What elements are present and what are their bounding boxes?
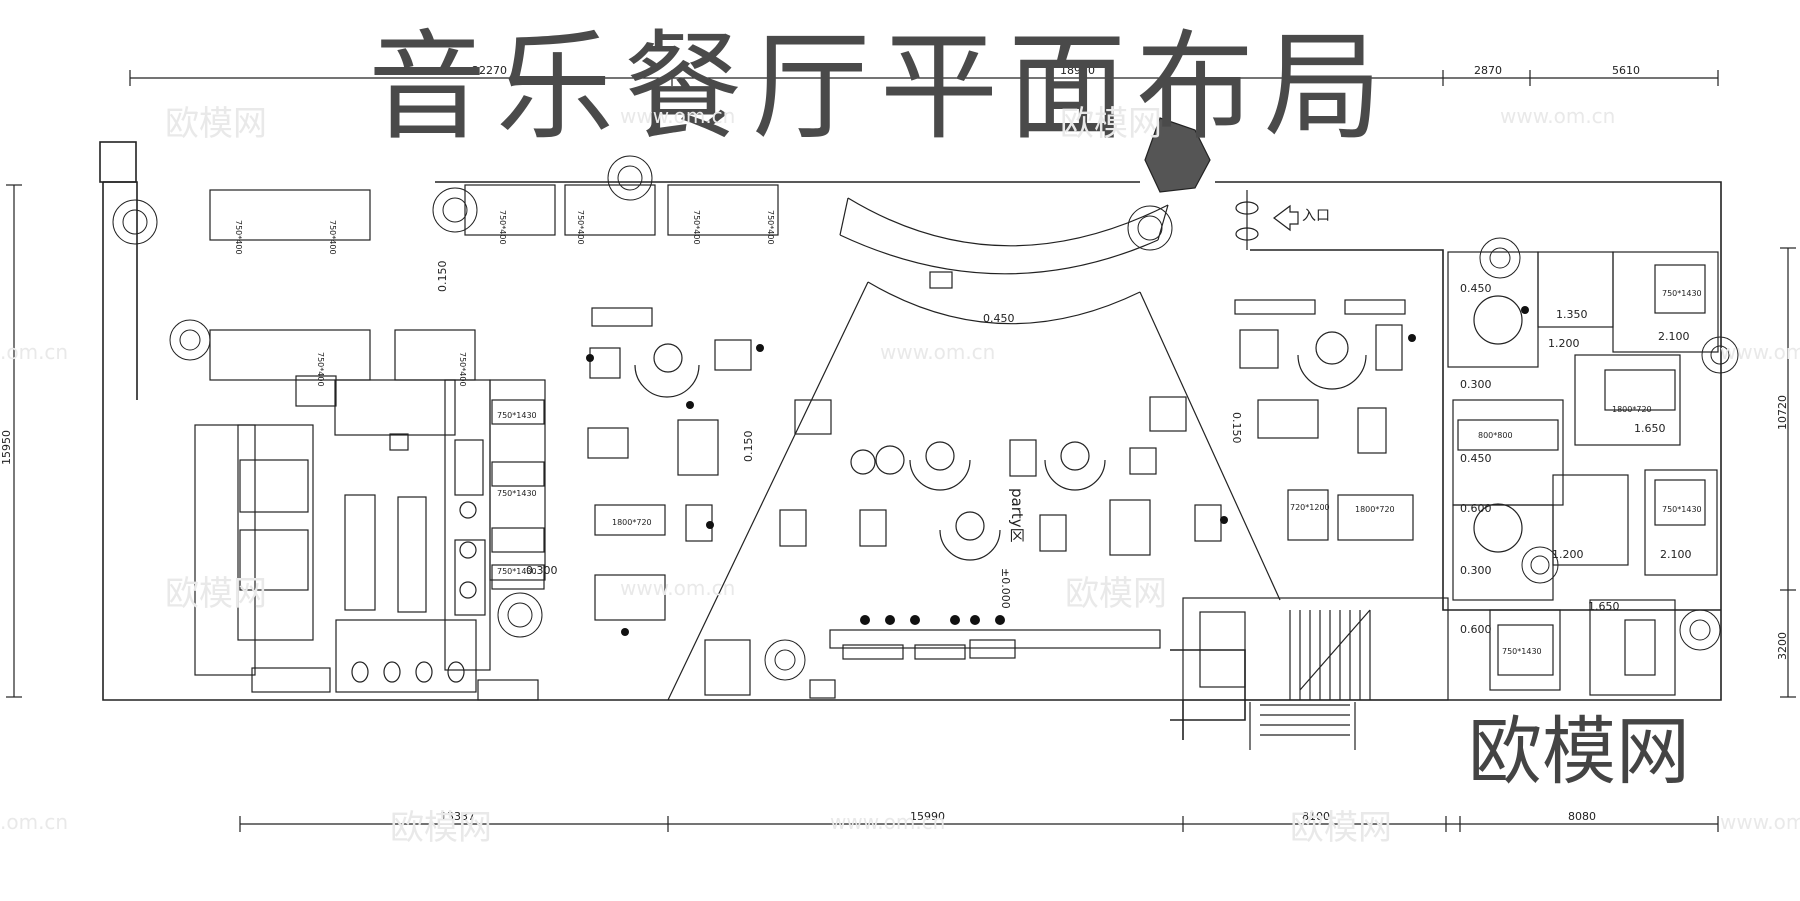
table-label-9: 750*1430 [1502,647,1542,656]
dim-top-4: 5610 [1612,64,1640,77]
party-area-label: party区 [1008,488,1026,543]
booth-label-8: 750*400 [458,352,467,387]
stair-core [1182,597,1449,750]
bottom-dimension-line [239,816,1719,832]
dim-bottom-3: 8100 [1302,810,1330,823]
level-0000: ±0.000 [999,568,1012,609]
stage [839,117,1211,325]
table-label-11: 800*800 [1478,431,1513,440]
level-2100-b: 2.100 [1660,548,1692,561]
booth-label-6: 750*400 [766,210,775,245]
plan-title: 音乐餐厅平面布局 [367,18,1392,156]
entrance-label: 入口 [1302,208,1330,224]
watermark-6: www.om.cn [880,340,996,364]
level-1650-b: 1.650 [1588,600,1620,613]
watermark-9: www.om.cn [620,576,736,600]
level-1200-a: 1.200 [1548,337,1580,350]
dim-top-2: 18920 [1060,64,1095,77]
level-0150-a: 0.150 [436,261,449,293]
top-dimension-line [129,70,1719,86]
level-0600-a: 0.600 [1460,502,1492,515]
dim-left: 15950 [0,430,13,465]
level-1350: 1.350 [1556,308,1588,321]
level-0300-a: 0.300 [526,564,558,577]
stage-level: 0.450 [983,312,1015,325]
level-2100-a: 2.100 [1658,330,1690,343]
watermark-15: www.om.cn [1720,810,1800,834]
booth-column-left [489,379,546,590]
bar-stools [586,306,1529,636]
table-label-7: 1800*720 [1612,405,1652,414]
level-0450-r1: 0.450 [1460,282,1492,295]
level-0300-b: 0.300 [1460,378,1492,391]
table-label-1: 750*1430 [497,411,537,420]
table-label-3: 750*1430 [497,567,537,576]
table-label-5: 1800*720 [1355,505,1395,514]
bar-counter [704,629,1161,699]
watermark-8: 欧模网 [165,574,267,614]
booth-label-1: 750*400 [234,220,243,255]
watermark-10: 欧模网 [1065,574,1167,614]
dim-top-1: 22270 [472,64,507,77]
watermark-1: 欧模网 [165,104,267,144]
dance-floor-outline [667,281,1281,701]
outer-walls [99,141,1722,740]
right-dimension-line [1780,247,1796,698]
level-1200-b: 1.200 [1552,548,1584,561]
booth-label-5: 750*400 [692,210,701,245]
level-0150-c: 0.150 [1230,412,1243,444]
table-label-2: 750*1430 [497,489,537,498]
top-booth-rows [209,184,779,381]
level-0600-b: 0.600 [1460,623,1492,636]
table-label-8: 750*1430 [1662,505,1702,514]
booth-label-2: 750*400 [328,220,337,255]
watermark-5: .om.cn [0,340,69,364]
dim-bottom-2: 15990 [910,810,945,823]
watermark-3: 欧模网 [1060,104,1162,144]
booth-label-4: 750*400 [576,210,585,245]
stage-corner-speaker [1144,117,1211,193]
brand-logo-text: 欧模网 [1468,709,1690,795]
table-label-4: 1800*720 [612,518,652,527]
center-right-tables [1234,299,1414,541]
booth-label-3: 750*400 [498,210,507,245]
watermark-4: www.om.cn [1500,104,1616,128]
level-0150-b: 0.150 [742,431,755,463]
watermark-14: 欧模网 [1290,808,1392,848]
center-left-tables [587,307,752,621]
private-rooms [1447,251,1719,696]
dim-right-2: 3200 [1776,632,1789,660]
watermark-13: www.om.cn [830,810,946,834]
planters [112,155,1739,681]
level-1650-a: 1.650 [1634,422,1666,435]
dim-top-3: 2870 [1474,64,1502,77]
level-0450-r2: 0.450 [1460,452,1492,465]
watermark-12: 欧模网 [390,808,492,848]
watermark-7: www.om.cn [1720,340,1800,364]
watermark-2: www.om.cn [620,104,736,128]
table-label-6: 750*1430 [1662,289,1702,298]
kitchen-area [194,375,539,701]
level-0300-c: 0.300 [1460,564,1492,577]
dim-right-1: 10720 [1776,395,1789,430]
entrance-marker [1235,190,1299,250]
booth-label-7: 750*400 [316,352,325,387]
table-label-10: 720*1200 [1290,503,1330,512]
dim-bottom-4: 8080 [1568,810,1596,823]
watermark-11: .om.cn [0,810,69,834]
party-tables [779,439,1222,561]
dim-bottom-1: 13337 [440,810,475,823]
left-dimension-line [6,184,22,698]
